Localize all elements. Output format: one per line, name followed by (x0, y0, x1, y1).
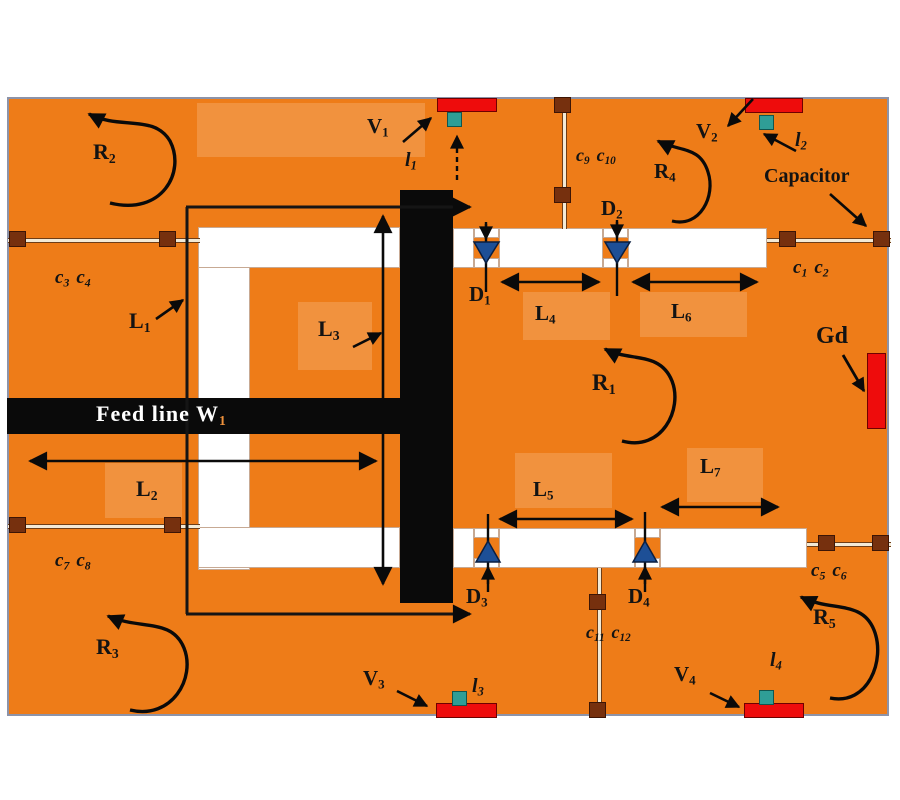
capacitor-icon (818, 535, 835, 551)
light-patch (105, 463, 182, 518)
label-len5: L5 (533, 477, 554, 503)
bias-trace-top (562, 99, 567, 229)
label-v1: V1 (367, 114, 389, 140)
label-l1-via: l1 (405, 149, 417, 173)
upper-strip-segment (628, 228, 767, 268)
capacitor-icon (554, 187, 571, 203)
bias-trace-left-top (8, 238, 200, 243)
label-d3: D3 (466, 584, 488, 610)
label-len7: L7 (700, 454, 721, 480)
bias-trace-bottom (597, 568, 602, 717)
capacitor-icon (872, 535, 889, 551)
label-capacitor: Capacitor (764, 165, 850, 187)
label-r1: R1 (592, 370, 616, 398)
label-l3-via: l3 (472, 675, 484, 699)
label-d4: D4 (628, 584, 650, 610)
label-r2: R2 (93, 139, 116, 166)
capacitor-icon (554, 97, 571, 113)
capacitor-icon (9, 517, 26, 533)
lower-strip-segment (499, 528, 635, 568)
u-slot-top-arm (198, 227, 400, 268)
ground-pad-gd (867, 353, 886, 429)
light-patch (640, 292, 747, 337)
bias-trace-right-top (767, 238, 891, 243)
capacitor-icon (164, 517, 181, 533)
via-hole-icon (759, 115, 774, 130)
via-hole-icon (447, 112, 462, 127)
capacitor-icon (873, 231, 890, 247)
label-len6: L6 (671, 299, 692, 325)
label-d2: D2 (601, 196, 623, 222)
light-patch (523, 292, 610, 340)
capacitor-icon (589, 702, 606, 718)
bias-trace-left-bottom (8, 524, 200, 529)
label-len1: L1 (129, 308, 151, 335)
upper-strip-tab (603, 228, 628, 238)
via-pad-v2 (745, 98, 803, 113)
light-patch (515, 453, 612, 508)
via-hole-icon (759, 690, 774, 705)
capacitor-icon (159, 231, 176, 247)
label-len2: L2 (136, 476, 158, 503)
capacitor-icon (589, 594, 606, 610)
upper-strip-tab (474, 228, 499, 238)
label-l2-via: l2 (795, 129, 807, 153)
upper-strip-tab (474, 258, 499, 268)
u-slot-bottom-arm (198, 527, 400, 568)
upper-strip-tab (603, 258, 628, 268)
lower-strip-segment (453, 528, 474, 568)
light-patch (687, 448, 763, 502)
label-r3: R3 (96, 634, 119, 661)
via-pad-v1 (437, 98, 497, 112)
feed-line-bar (7, 398, 453, 434)
lower-strip-tab (635, 528, 660, 538)
lower-strip-segment (660, 528, 807, 568)
light-patch (197, 103, 425, 157)
lower-strip-tab (474, 528, 499, 538)
label-v3: V3 (363, 666, 385, 692)
label-len3: L3 (318, 316, 340, 343)
label-len4: L4 (535, 301, 556, 327)
label-d1: D1 (469, 282, 491, 308)
capacitor-icon (779, 231, 796, 247)
label-l4-via: l4 (770, 649, 782, 673)
label-gd: Gd (816, 323, 849, 349)
upper-strip-segment (453, 228, 474, 268)
label-feed-line: Feed line W1 (96, 401, 227, 428)
lower-strip-tab (635, 558, 660, 568)
lower-strip-tab (474, 558, 499, 568)
via-pad-v4 (744, 703, 804, 718)
capacitor-icon (9, 231, 26, 247)
vertical-stub-bar (400, 190, 453, 603)
label-v2: V2 (696, 119, 718, 145)
upper-strip-segment (499, 228, 603, 268)
via-hole-icon (452, 691, 467, 706)
bias-trace-right-bottom (807, 542, 891, 547)
label-v4: V4 (674, 662, 696, 688)
label-r4: R4 (654, 159, 676, 185)
label-r5: R5 (813, 604, 836, 631)
